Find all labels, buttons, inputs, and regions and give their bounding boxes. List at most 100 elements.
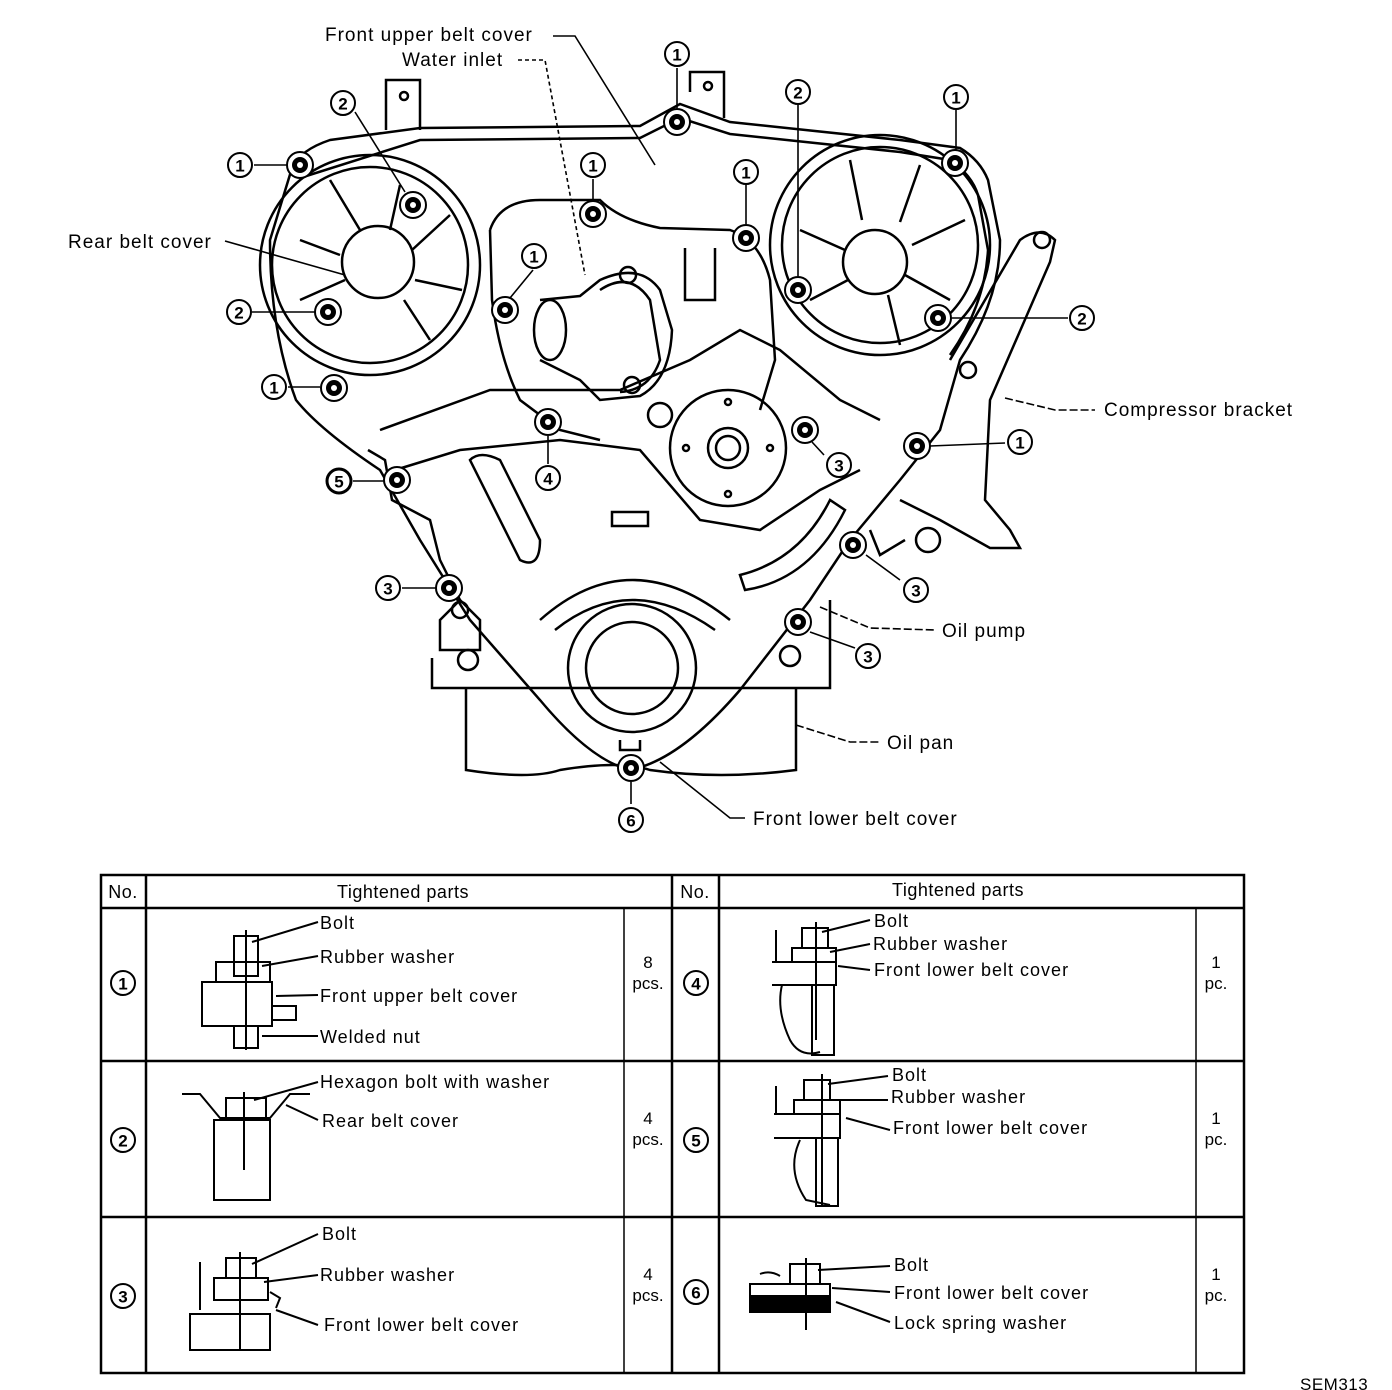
header-tightened-parts: Tightened parts (337, 882, 469, 902)
svg-text:2: 2 (338, 95, 347, 114)
marker-3: 3 (855, 643, 881, 669)
label-front-lower-belt-cover: Front lower belt cover (753, 809, 958, 830)
svg-text:Rubber washer: Rubber washer (320, 1265, 455, 1285)
svg-text:Front upper belt cover: Front upper belt cover (320, 986, 518, 1006)
svg-text:Front lower belt cover: Front lower belt cover (893, 1118, 1088, 1138)
svg-text:8: 8 (643, 953, 652, 972)
table-header: No. Tightened parts No. Tightened parts (108, 880, 1024, 902)
svg-text:1: 1 (588, 157, 597, 176)
svg-text:3: 3 (118, 1288, 127, 1307)
svg-text:1: 1 (1211, 953, 1220, 972)
sketch-row-6 (749, 1258, 891, 1330)
marker-1: 1 (664, 41, 690, 67)
table-quantities: 8 pcs. 4 pcs. 4 pcs. 1 pc. 1 pc. 1 pc. (632, 953, 1227, 1305)
svg-text:2: 2 (1077, 310, 1086, 329)
row-1-labels: Bolt Rubber washer Front upper belt cove… (320, 913, 518, 1047)
marker-1: 1 (733, 159, 759, 185)
svg-text:5: 5 (691, 1132, 700, 1151)
svg-text:1: 1 (951, 89, 960, 108)
label-water-inlet: Water inlet (402, 50, 503, 71)
svg-text:4: 4 (643, 1109, 652, 1128)
row-number-6: 6 (683, 1279, 709, 1305)
marker-5: 5 (325, 467, 353, 495)
label-oil-pan: Oil pan (887, 733, 954, 754)
sketch-row-3 (189, 1233, 319, 1351)
marker-2: 2 (226, 299, 252, 325)
marker-1: 1 (521, 243, 547, 269)
marker-3: 3 (375, 575, 401, 601)
label-rear-belt-cover: Rear belt cover (68, 232, 212, 253)
svg-text:6: 6 (626, 812, 635, 831)
sketch-row-5 (774, 1074, 891, 1207)
svg-text:6: 6 (691, 1284, 700, 1303)
marker-3: 3 (826, 452, 852, 478)
row-6-labels: Bolt Front lower belt cover Lock spring … (894, 1255, 1089, 1333)
svg-text:Bolt: Bolt (894, 1255, 929, 1275)
svg-text:1: 1 (269, 379, 278, 398)
svg-text:1: 1 (672, 46, 681, 65)
row-number-3: 3 (110, 1283, 136, 1309)
svg-text:Front lower belt cover: Front lower belt cover (874, 960, 1069, 980)
svg-text:Bolt: Bolt (874, 911, 909, 931)
marker-1: 1 (1007, 429, 1033, 455)
svg-text:1: 1 (1211, 1109, 1220, 1128)
marker-2: 2 (330, 90, 356, 116)
row-4-labels: Bolt Rubber washer Front lower belt cove… (873, 911, 1069, 980)
marker-1: 1 (227, 152, 253, 178)
svg-text:Bolt: Bolt (322, 1224, 357, 1244)
svg-text:Welded nut: Welded nut (320, 1027, 421, 1047)
svg-text:pc.: pc. (1205, 1286, 1228, 1305)
label-oil-pump: Oil pump (942, 621, 1026, 642)
marker-3: 3 (903, 577, 929, 603)
marker-2: 2 (785, 79, 811, 105)
svg-text:3: 3 (863, 648, 872, 667)
header-tightened-parts: Tightened parts (892, 880, 1024, 900)
svg-text:pc.: pc. (1205, 1130, 1228, 1149)
svg-text:Rubber washer: Rubber washer (320, 947, 455, 967)
label-front-upper-belt-cover: Front upper belt cover (325, 25, 533, 46)
svg-text:1: 1 (741, 164, 750, 183)
leader-lines (224, 35, 1095, 819)
svg-text:pcs.: pcs. (632, 1286, 663, 1305)
svg-text:1: 1 (1211, 1265, 1220, 1284)
row-5-labels: Bolt Rubber washer Front lower belt cove… (891, 1065, 1088, 1138)
tightened-parts-table (99, 873, 1246, 1375)
svg-text:4: 4 (543, 470, 553, 489)
svg-text:2: 2 (118, 1132, 127, 1151)
row-number-4: 4 (683, 970, 709, 996)
svg-text:1: 1 (235, 157, 244, 176)
svg-text:Lock spring washer: Lock spring washer (894, 1313, 1067, 1333)
svg-text:1: 1 (529, 248, 538, 267)
engine-front-view (258, 70, 1057, 777)
row-number-1: 1 (110, 970, 136, 996)
sketch-row-4 (772, 919, 871, 1056)
sketch-row-1 (201, 921, 319, 1050)
svg-text:Front lower belt cover: Front lower belt cover (894, 1283, 1089, 1303)
svg-text:3: 3 (911, 582, 920, 601)
marker-2: 2 (1069, 305, 1095, 331)
sketch-row-2 (182, 1081, 319, 1201)
svg-text:4: 4 (643, 1265, 652, 1284)
marker-6: 6 (618, 807, 644, 833)
svg-text:Rubber washer: Rubber washer (891, 1087, 1026, 1107)
callout-labels: Front upper belt cover Water inlet Rear … (68, 25, 1293, 830)
row-2-labels: Hexagon bolt with washer Rear belt cover (320, 1072, 550, 1131)
svg-text:Bolt: Bolt (320, 913, 355, 933)
svg-text:3: 3 (383, 580, 392, 599)
row-number-5: 5 (683, 1127, 709, 1153)
bolt-locations (286, 108, 969, 782)
svg-text:pcs.: pcs. (632, 974, 663, 993)
row-3-labels: Bolt Rubber washer Front lower belt cove… (320, 1224, 519, 1335)
label-compressor-bracket: Compressor bracket (1104, 400, 1293, 421)
header-no: No. (108, 882, 138, 902)
table-row-numbers: 1 2 3 4 5 6 (110, 970, 709, 1309)
svg-text:Front lower belt cover: Front lower belt cover (324, 1315, 519, 1335)
svg-text:pcs.: pcs. (632, 1130, 663, 1149)
figure-code: SEM313 (1300, 1375, 1368, 1390)
marker-1: 1 (580, 152, 606, 178)
svg-text:Hexagon bolt with washer: Hexagon bolt with washer (320, 1072, 550, 1092)
svg-text:pc.: pc. (1205, 974, 1228, 993)
header-no: No. (680, 882, 710, 902)
svg-text:4: 4 (691, 975, 701, 994)
